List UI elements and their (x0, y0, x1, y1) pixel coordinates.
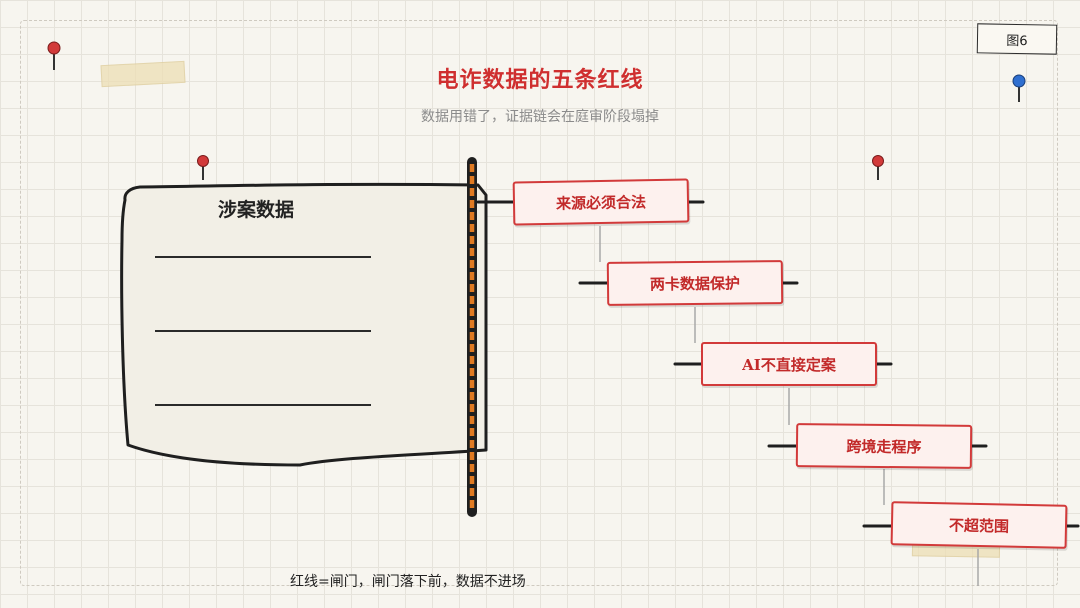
red-line-card: AI不直接定案 (701, 342, 877, 386)
red-line-card: 跨境走程序 (795, 423, 973, 469)
pin-icon (47, 41, 61, 70)
red-line-card: 来源必须合法 (512, 178, 690, 226)
book-title: 涉案数据 (218, 199, 295, 221)
red-line-card: 两卡数据保护 (606, 260, 784, 306)
page-title: 电诈数据的五条红线 (436, 67, 644, 93)
case-data-book (120, 182, 488, 467)
pin-icon (197, 155, 209, 180)
pin-icon (1012, 74, 1026, 102)
bottom-note: 红线=闸门，闸门落下前，数据不进场 (290, 574, 526, 590)
dashed-frame (20, 20, 1058, 586)
pin-icon (872, 155, 884, 180)
page-subtitle: 数据用错了，证据链会在庭审阶段塌掉 (421, 109, 659, 125)
red-line-card: 不超范围 (890, 501, 1068, 549)
